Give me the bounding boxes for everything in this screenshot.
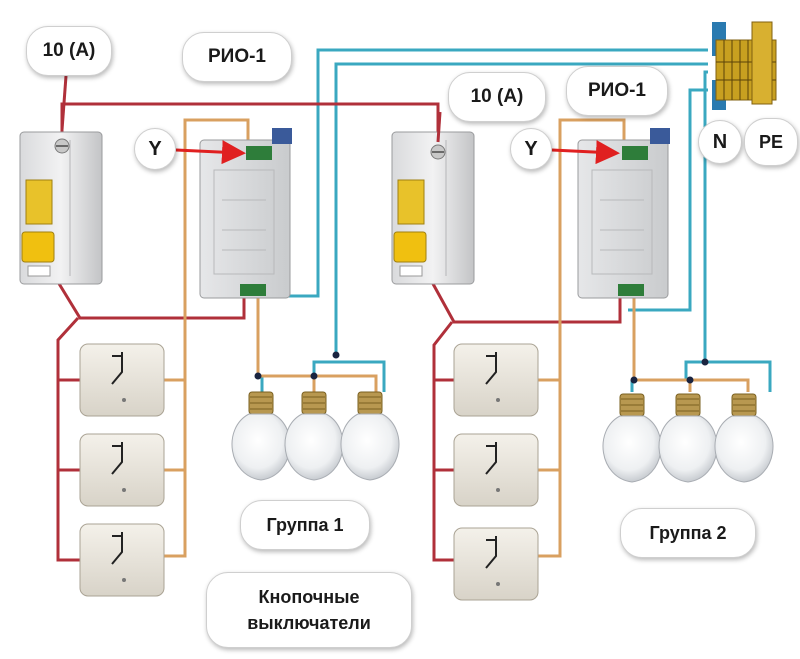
label-push-buttons-line1: Кнопочные bbox=[258, 587, 360, 607]
label-push-buttons: Кнопочные выключатели bbox=[206, 572, 412, 648]
control-wire-left bbox=[160, 118, 250, 558]
neutral-wires bbox=[252, 48, 772, 392]
label-control-left: Y bbox=[134, 128, 176, 170]
neutral-bus-group1 bbox=[312, 360, 386, 392]
neutral-wire-group2 bbox=[703, 70, 708, 362]
pointer-arrows bbox=[60, 75, 442, 143]
label-relay-left: РИО-1 bbox=[182, 32, 292, 82]
lamp-2 bbox=[284, 391, 344, 481]
arrow-control-left bbox=[175, 140, 246, 165]
lamp-4 bbox=[602, 393, 662, 483]
push-button-left-2 bbox=[79, 433, 165, 507]
lamp-6 bbox=[714, 393, 774, 483]
terminal-bar bbox=[712, 21, 777, 110]
label-group-1: Группа 1 bbox=[240, 500, 370, 550]
phase-wire-right-breaker-to-switches bbox=[430, 281, 622, 324]
push-button-right-2 bbox=[453, 433, 539, 507]
label-breaker-right: 10 (A) bbox=[448, 72, 546, 122]
neutral-wire-group1 bbox=[334, 62, 708, 355]
circuit-breaker-left bbox=[19, 131, 103, 285]
label-relay-right: РИО-1 bbox=[566, 66, 668, 116]
lamp-3 bbox=[340, 391, 400, 481]
pointer-breaker-right bbox=[436, 111, 442, 143]
push-button-right-1 bbox=[453, 343, 539, 417]
lamps-group-1 bbox=[231, 391, 400, 481]
label-push-buttons-line2: выключатели bbox=[247, 613, 371, 633]
label-ground: PE bbox=[744, 118, 798, 166]
lamp-1 bbox=[231, 391, 291, 481]
push-button-left-3 bbox=[79, 523, 165, 597]
label-control-right: Y bbox=[510, 128, 552, 170]
circuit-breaker-right bbox=[391, 131, 475, 285]
neutral-wire-relay-right bbox=[628, 88, 708, 312]
lamps-group-2 bbox=[602, 393, 774, 483]
label-breaker-left: 10 (A) bbox=[26, 26, 112, 76]
arrow-control-right bbox=[551, 140, 620, 165]
push-button-left-1 bbox=[79, 343, 165, 417]
wire-junctions bbox=[254, 351, 709, 384]
phase-wire-left-breaker-to-switches bbox=[56, 281, 246, 320]
label-group-2: Группа 2 bbox=[620, 508, 756, 558]
impulse-relay-left bbox=[199, 128, 292, 299]
pointer-breaker-left bbox=[60, 75, 68, 131]
label-neutral: N bbox=[698, 120, 742, 164]
control-arrows bbox=[175, 140, 620, 165]
push-button-right-3 bbox=[453, 527, 539, 601]
neutral-bus-group2 bbox=[684, 360, 772, 392]
impulse-relay-right bbox=[577, 128, 670, 299]
push-button-switches bbox=[79, 343, 539, 601]
control-wire-right bbox=[532, 118, 626, 558]
lamp-5 bbox=[658, 393, 718, 483]
